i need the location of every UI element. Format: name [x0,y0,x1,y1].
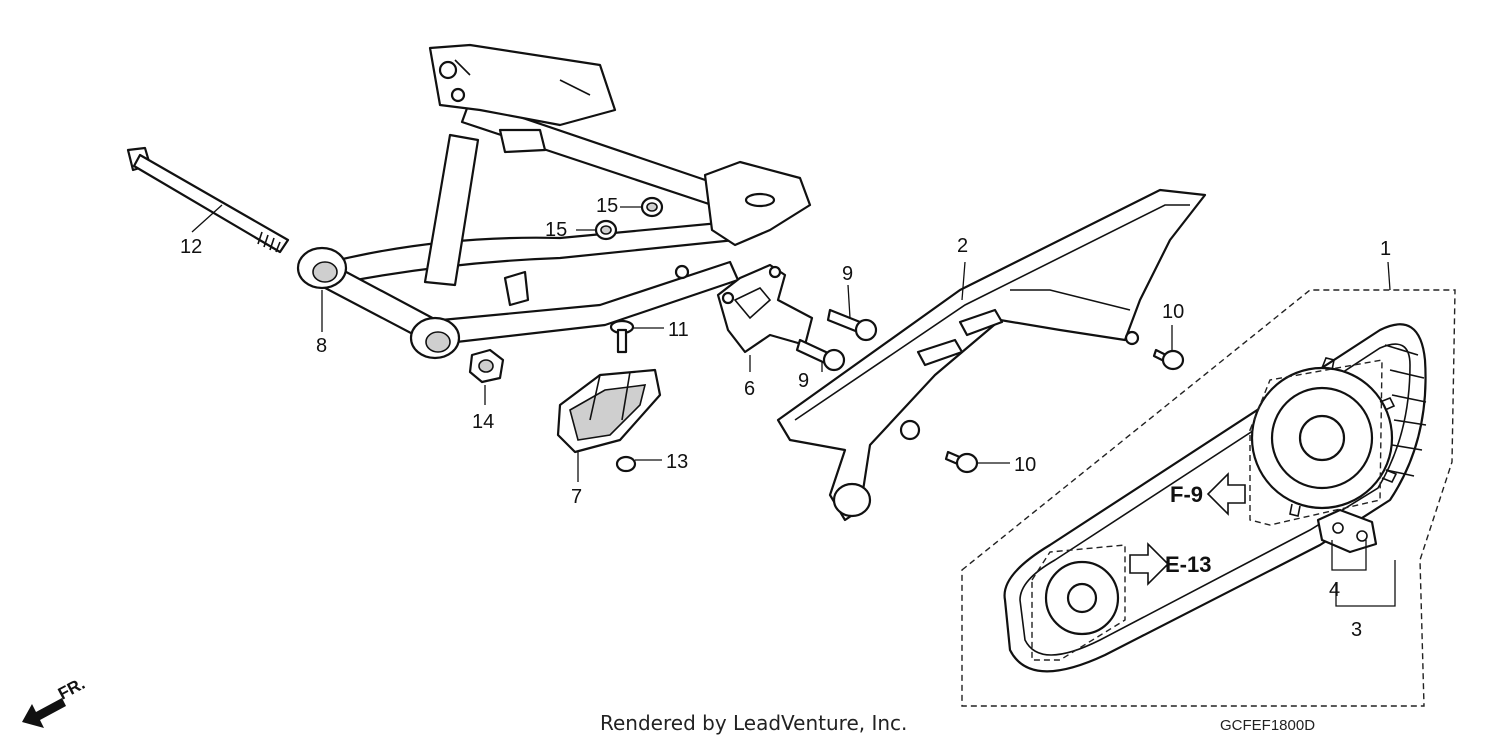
diagram-code: GCFEF1800D [1220,717,1315,734]
ref-arrow-f9[interactable]: F-9 [1170,472,1246,516]
callout-1: 1 [1380,238,1391,260]
ref-arrow-e13[interactable]: E-13 [1129,542,1211,586]
bolt-10-lower[interactable] [944,450,979,474]
callout-2: 2 [957,235,968,257]
driven-sprocket[interactable] [1250,357,1398,517]
master-link-leader-box [1331,540,1367,571]
callout-10-upper: 10 [1162,301,1184,323]
callout-15-lower: 15 [545,219,567,241]
callout-6: 6 [744,378,755,400]
master-link[interactable] [1316,508,1378,554]
driven-sprocket-box [1249,359,1383,526]
chain-guide-plate[interactable] [716,263,814,354]
front-direction-arrow-icon: FR. [22,674,88,728]
callout-12: 12 [180,236,202,258]
ref-e13-label: E-13 [1165,552,1211,577]
nut-15-lower[interactable] [594,219,618,241]
bolt-11[interactable] [609,319,635,354]
callout-3: 3 [1351,619,1362,641]
drive-sprocket[interactable] [1044,560,1120,636]
nut-14[interactable] [468,348,505,384]
bolt-10-upper[interactable] [1152,348,1185,371]
bolt-9-lower[interactable] [795,338,846,372]
chain-case[interactable] [776,188,1207,522]
leader-lines [191,204,1396,607]
ref-f9-label: F-9 [1170,482,1203,507]
nut-15-upper[interactable] [640,196,664,218]
render-credit: Rendered by LeadVenture, Inc. [600,711,907,735]
chain-slider[interactable] [556,368,662,454]
nut-13[interactable] [615,455,637,473]
callout-4: 4 [1329,579,1340,601]
callout-15-upper: 15 [596,195,618,217]
callout-9-lower: 9 [798,370,809,392]
drive-sprocket-box [1031,544,1126,661]
callout-14: 14 [472,411,494,433]
callout-11: 11 [668,319,689,341]
front-direction-label: FR. [55,674,88,704]
callout-13: 13 [666,451,688,473]
callout-10-lower: 10 [1014,454,1036,476]
callout-7: 7 [571,486,582,508]
callout-9-upper: 9 [842,263,853,285]
drive-chain-kit[interactable] [961,289,1456,707]
callout-8: 8 [316,335,327,357]
bolt-9-upper[interactable] [826,308,878,342]
pivot-bolt[interactable] [126,146,290,254]
swingarm[interactable] [296,43,812,360]
